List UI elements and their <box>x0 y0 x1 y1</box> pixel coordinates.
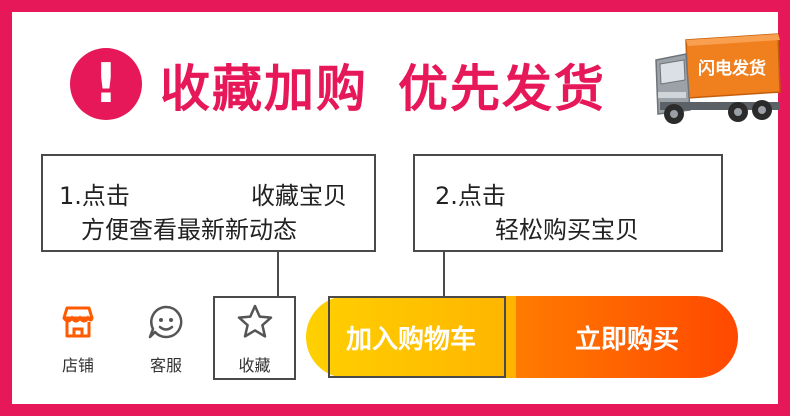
step2-number: 2.点击 <box>435 182 506 210</box>
star-icon <box>237 304 272 338</box>
headline-favorite-cart: 收藏加购 <box>160 60 368 118</box>
chat-bubble-icon <box>148 305 183 339</box>
headline-priority-shipping: 优先发货 <box>398 60 606 118</box>
purchase-action-bar: 加入购物车 立即购买 <box>306 296 738 378</box>
alert-icon: ! <box>70 48 142 120</box>
connector-step1 <box>277 252 279 296</box>
step1-target: 收藏宝贝 <box>251 182 347 210</box>
service-label: 客服 <box>149 356 182 375</box>
callout-step1: 1.点击 收藏宝贝 方便查看最新新动态 <box>41 154 376 252</box>
connector-step2 <box>443 252 445 296</box>
favorite-button[interactable]: 收藏 <box>213 296 296 380</box>
shop-label: 店铺 <box>61 356 94 375</box>
step1-desc: 方便查看最新新动态 <box>81 216 297 244</box>
add-to-cart-button[interactable]: 加入购物车 <box>306 296 516 378</box>
alert-mark: ! <box>93 52 119 115</box>
shop-button[interactable]: 店铺 <box>43 302 113 382</box>
delivery-truck-icon: 闪电发货 <box>655 33 781 124</box>
customer-service-button[interactable]: 客服 <box>131 302 201 382</box>
favorite-label: 收藏 <box>238 356 271 375</box>
buy-now-button[interactable]: 立即购买 <box>516 296 738 378</box>
callout-step2: 2.点击 轻松购买宝贝 <box>413 154 723 252</box>
step2-desc: 轻松购买宝贝 <box>495 216 639 244</box>
truck-sign-text: 闪电发货 <box>698 58 766 79</box>
shop-icon <box>62 306 94 338</box>
step1-number: 1.点击 <box>59 182 130 210</box>
headline: 收藏加购 优先发货 <box>160 50 606 120</box>
